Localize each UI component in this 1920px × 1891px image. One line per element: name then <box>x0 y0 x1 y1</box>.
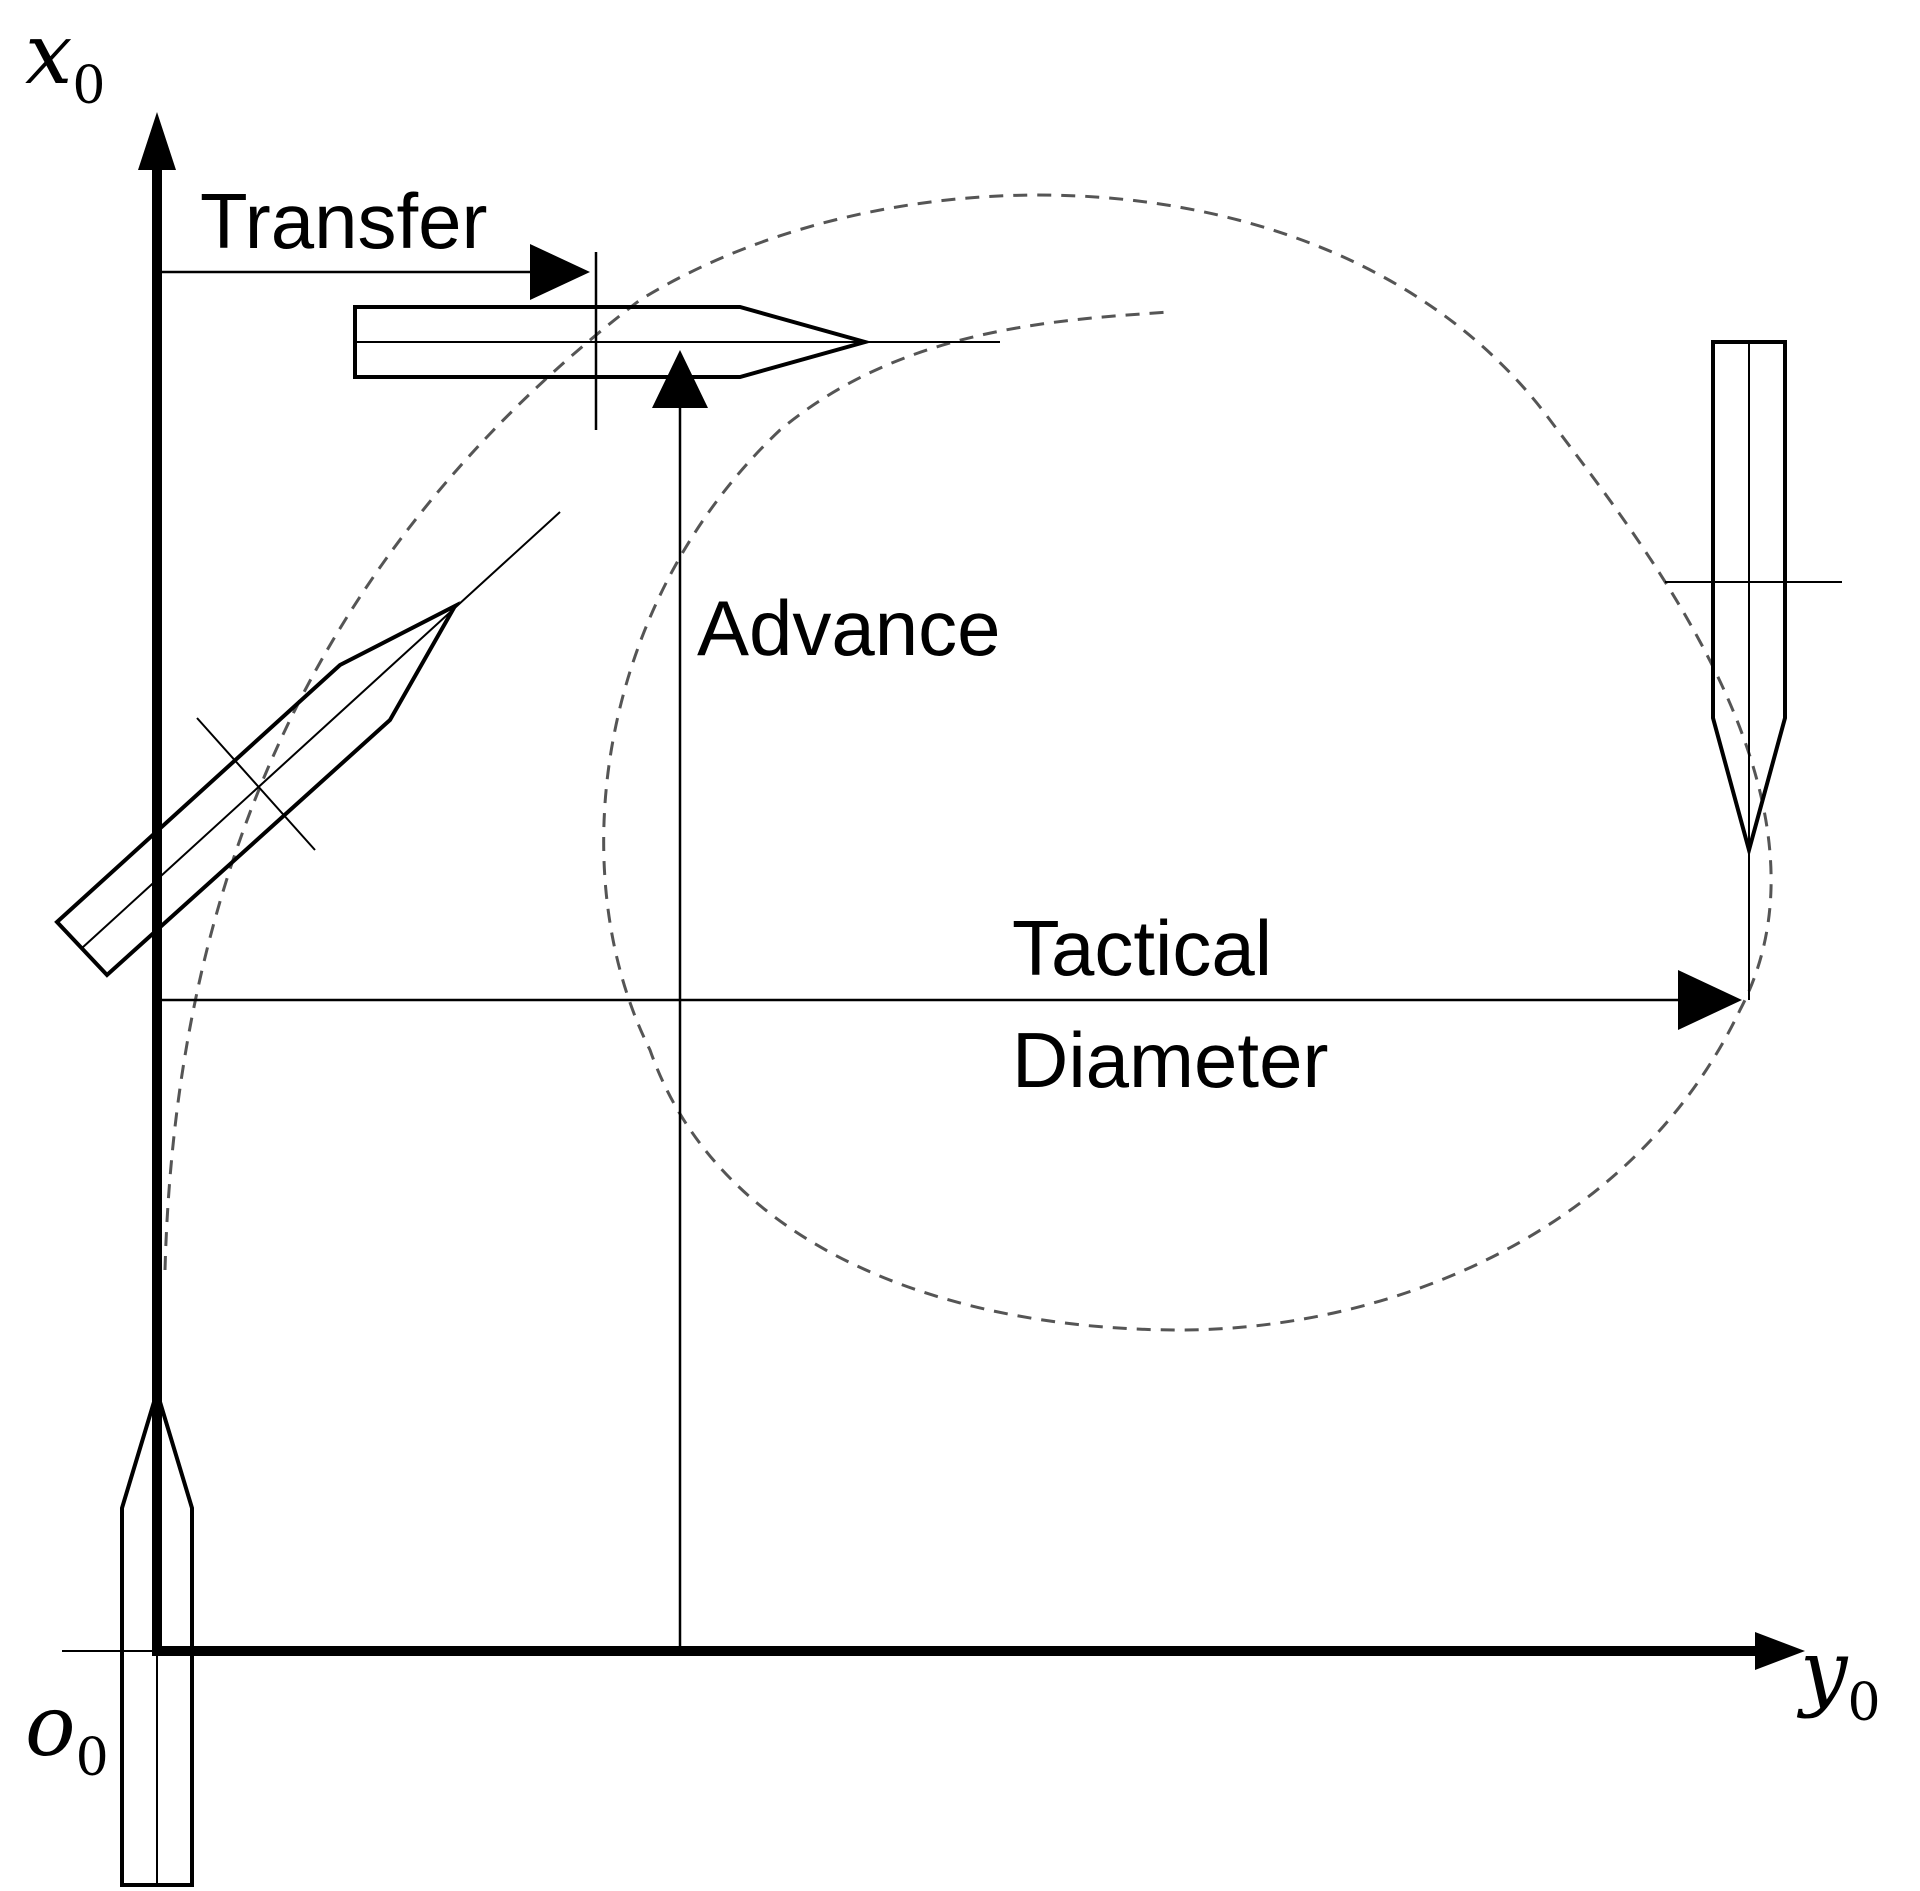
tactical-diameter-label-line1: Tactical <box>1012 904 1272 992</box>
ship-initial <box>62 1385 200 1887</box>
y0-axis-arrowhead <box>1755 1632 1805 1670</box>
x0-axis-arrowhead <box>138 112 176 170</box>
ship-turning <box>54 511 561 978</box>
advance-label: Advance <box>697 584 1001 672</box>
transfer-arrowhead <box>530 244 590 300</box>
x0-axis-label: x0 <box>25 5 105 116</box>
turning-trajectory <box>163 193 1773 1332</box>
transfer-label: Transfer <box>200 177 488 265</box>
y0-axis-label: y0 <box>1796 1622 1881 1733</box>
tactical-diameter-label-line2: Diameter <box>1012 1016 1328 1104</box>
ship-tactical-position <box>1665 340 1842 1000</box>
tactical-diameter-arrowhead <box>1678 970 1742 1030</box>
ship-transfer-position <box>353 305 1000 379</box>
origin-label: o0 <box>25 1677 109 1788</box>
